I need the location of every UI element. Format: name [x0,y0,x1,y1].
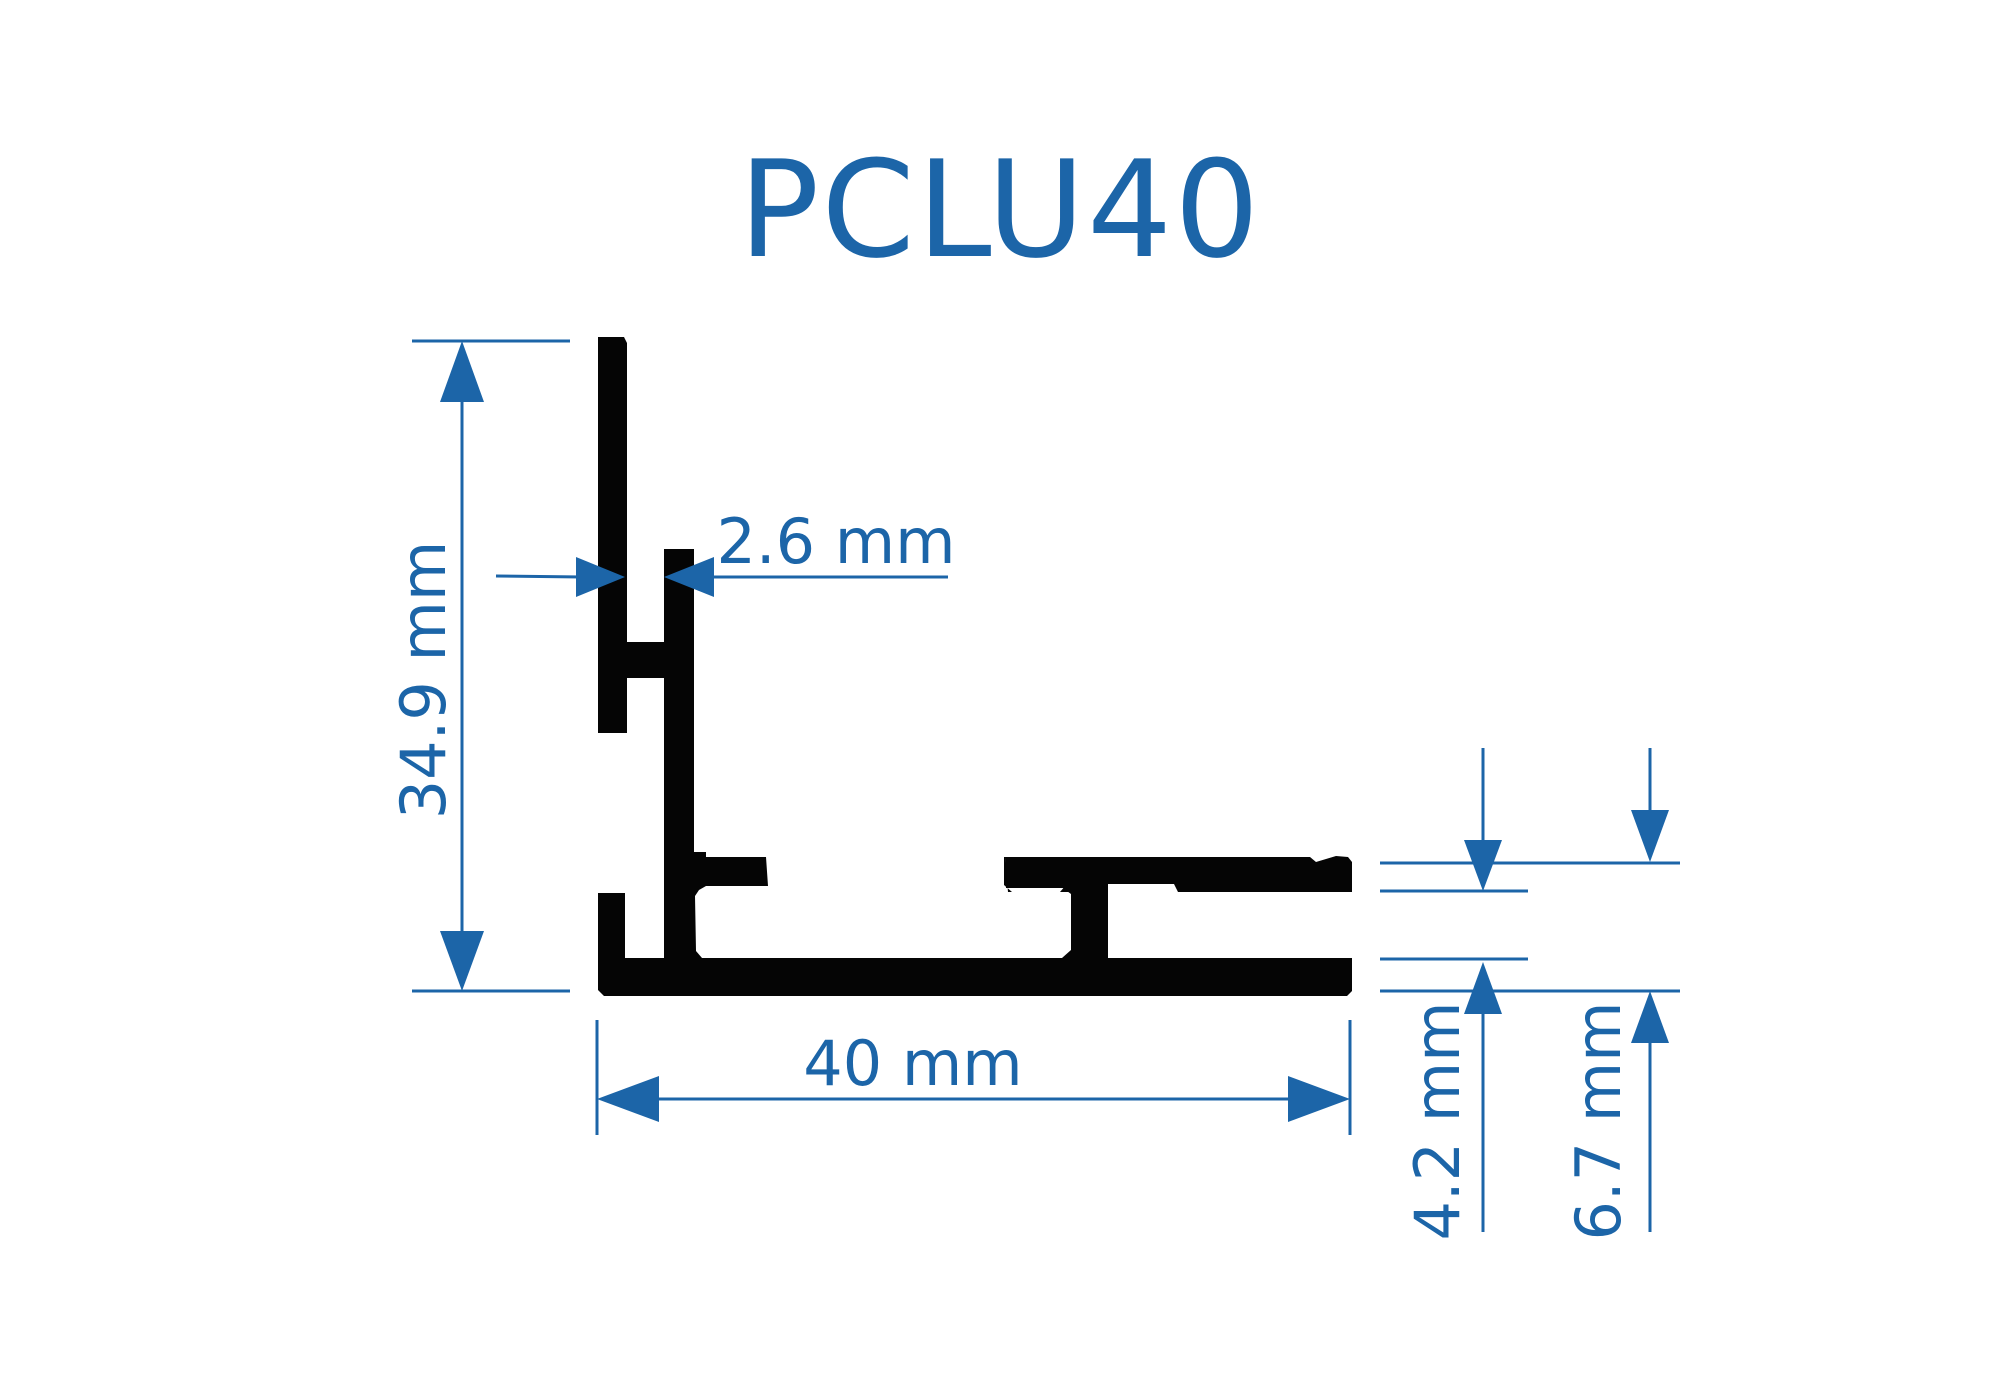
profile-outer-wall [598,337,1352,996]
width-dimension: 40 mm [595,1020,1352,1135]
height-label: 34.9 mm [387,541,460,820]
height-dimension: 34.9 mm [387,339,570,993]
slot-dimensions: 4.2 mm 6.7 mm [1380,748,1680,1241]
width-label: 40 mm [803,1027,1022,1100]
page-title: PCLU40 [739,132,1262,288]
arrow-down-icon [440,931,484,991]
thickness-dimension: 2.6 mm [495,505,956,597]
arrow-right-icon [1288,1076,1350,1122]
arrow-down-icon [1631,810,1669,862]
arrow-up-icon [1464,962,1502,1014]
arrow-down-icon [1464,840,1502,891]
arrow-left-icon [664,557,714,597]
thickness-label: 2.6 mm [716,505,955,578]
arrow-up-icon [1631,991,1669,1043]
extrusion-profile [598,337,1352,996]
slot-outer-label: 6.7 mm [1562,1001,1635,1240]
slot-inner-label: 4.2 mm [1401,1001,1474,1240]
arrow-left-icon [597,1076,659,1122]
arrow-right-icon [576,557,625,597]
profile-slot-web [1004,857,1108,958]
arrow-up-icon [440,341,484,402]
